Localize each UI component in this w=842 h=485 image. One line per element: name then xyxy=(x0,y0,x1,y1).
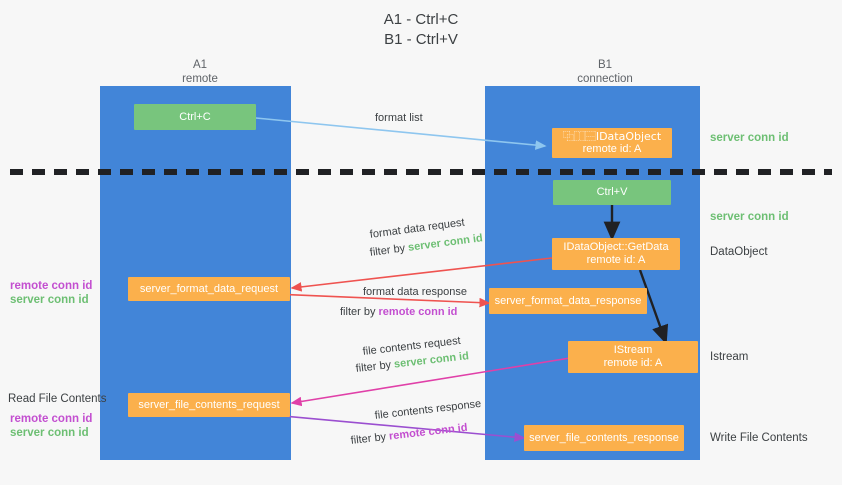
node-server-format-data-response[interactable]: server_format_data_response xyxy=(489,288,647,314)
edge-filter-file-contents-response: filter by remote conn id xyxy=(350,421,468,448)
left-label-read-file-contents-text: Read File Contents xyxy=(8,393,107,405)
right-label-server-conn-id-top-text: server conn id xyxy=(710,132,789,144)
edge-label-format-data-response-text: format data response xyxy=(363,286,467,298)
node-server-file-contents-response-label: server_file_contents_response xyxy=(529,431,679,444)
filter-value-remote-conn-id-1: remote conn id xyxy=(378,306,458,318)
filter-prefix-1: filter by xyxy=(369,242,406,259)
column-header-a1: A1 remote xyxy=(140,58,260,86)
right-label-istream-text: Istream xyxy=(710,351,749,363)
filter-prefix-2: filter by xyxy=(340,306,376,318)
right-label-write-file-contents: Write File Contents xyxy=(710,431,808,446)
node-ctrl-c[interactable]: Ctrl+C xyxy=(134,104,256,130)
edge-label-format-list: format list xyxy=(375,111,423,125)
right-label-server-conn-id-mid-text: server conn id xyxy=(710,211,789,223)
right-label-write-file-contents-text: Write File Contents xyxy=(710,432,808,444)
node-ctrl-v[interactable]: Ctrl+V xyxy=(553,180,671,205)
edge-label-format-list-text: format list xyxy=(375,112,423,124)
node-idataobject-line2: remote id: A xyxy=(582,143,642,155)
node-server-format-data-response-label: server_format_data_response xyxy=(494,294,642,307)
edge-label-file-contents-response: file contents response xyxy=(374,397,482,423)
node-istream-line2: remote id: A xyxy=(603,357,663,369)
column-a1-name: A1 xyxy=(192,59,208,71)
node-idataobject[interactable]: ⿻⿰⿱IDataObject remote id: A xyxy=(552,128,672,158)
node-server-file-contents-request[interactable]: server_file_contents_request xyxy=(128,393,290,417)
column-a1-sub: remote xyxy=(182,73,218,85)
node-idataobject-getdata[interactable]: IDataObject::GetData remote id: A xyxy=(552,238,680,270)
node-getdata-line2: remote id: A xyxy=(586,254,646,266)
left-label-read-file-contents: Read File Contents xyxy=(8,392,106,407)
right-label-dataobject-text: DataObject xyxy=(710,246,768,258)
right-label-istream: Istream xyxy=(710,350,748,365)
left-label-server-conn-id-2-text: server conn id xyxy=(10,427,89,439)
column-header-b1: B1 connection xyxy=(540,58,670,86)
column-b1-sub: connection xyxy=(577,73,633,85)
edge-label-format-data-response: format data response xyxy=(363,285,467,299)
column-b1-name: B1 xyxy=(597,59,613,71)
left-label-server-conn-id-1: server conn id xyxy=(10,293,89,308)
node-istream-line1: IStream xyxy=(613,344,653,356)
filter-prefix-4: filter by xyxy=(350,430,387,447)
left-label-remote-conn-id-2: remote conn id xyxy=(10,412,92,427)
diagram-title: A1 - Ctrl+C B1 - Ctrl+V xyxy=(0,10,842,50)
node-getdata-line1: IDataObject::GetData xyxy=(563,241,669,253)
node-server-format-data-request-label: server_format_data_request xyxy=(139,282,279,295)
node-istream[interactable]: IStream remote id: A xyxy=(568,341,698,373)
left-label-remote-conn-id-2-text: remote conn id xyxy=(10,413,93,425)
left-label-server-conn-id-2: server conn id xyxy=(10,426,89,441)
right-label-server-conn-id-mid: server conn id xyxy=(710,210,789,225)
left-label-remote-conn-id-1-text: remote conn id xyxy=(10,280,93,292)
right-label-dataobject: DataObject xyxy=(710,245,768,260)
left-label-remote-conn-id-1: remote conn id xyxy=(10,279,92,294)
node-server-format-data-request[interactable]: server_format_data_request xyxy=(128,277,290,301)
node-idataobject-line1: ⿻⿰⿱IDataObject xyxy=(562,130,662,143)
left-label-server-conn-id-1-text: server conn id xyxy=(10,294,89,306)
edge-label-file-contents-response-text: file contents response xyxy=(374,397,482,422)
title-line-2: B1 - Ctrl+V xyxy=(384,31,458,48)
node-server-file-contents-response[interactable]: server_file_contents_response xyxy=(524,425,684,451)
node-ctrl-v-label: Ctrl+V xyxy=(596,186,628,198)
node-ctrl-c-label: Ctrl+C xyxy=(179,110,211,123)
node-server-file-contents-request-label: server_file_contents_request xyxy=(138,398,280,411)
filter-prefix-3: filter by xyxy=(355,358,392,375)
right-label-server-conn-id-top: server conn id xyxy=(710,131,789,146)
edge-filter-format-data-response: filter by remote conn id xyxy=(340,305,457,319)
title-line-1: A1 - Ctrl+C xyxy=(383,11,459,28)
filter-value-remote-conn-id-2: remote conn id xyxy=(388,421,469,443)
